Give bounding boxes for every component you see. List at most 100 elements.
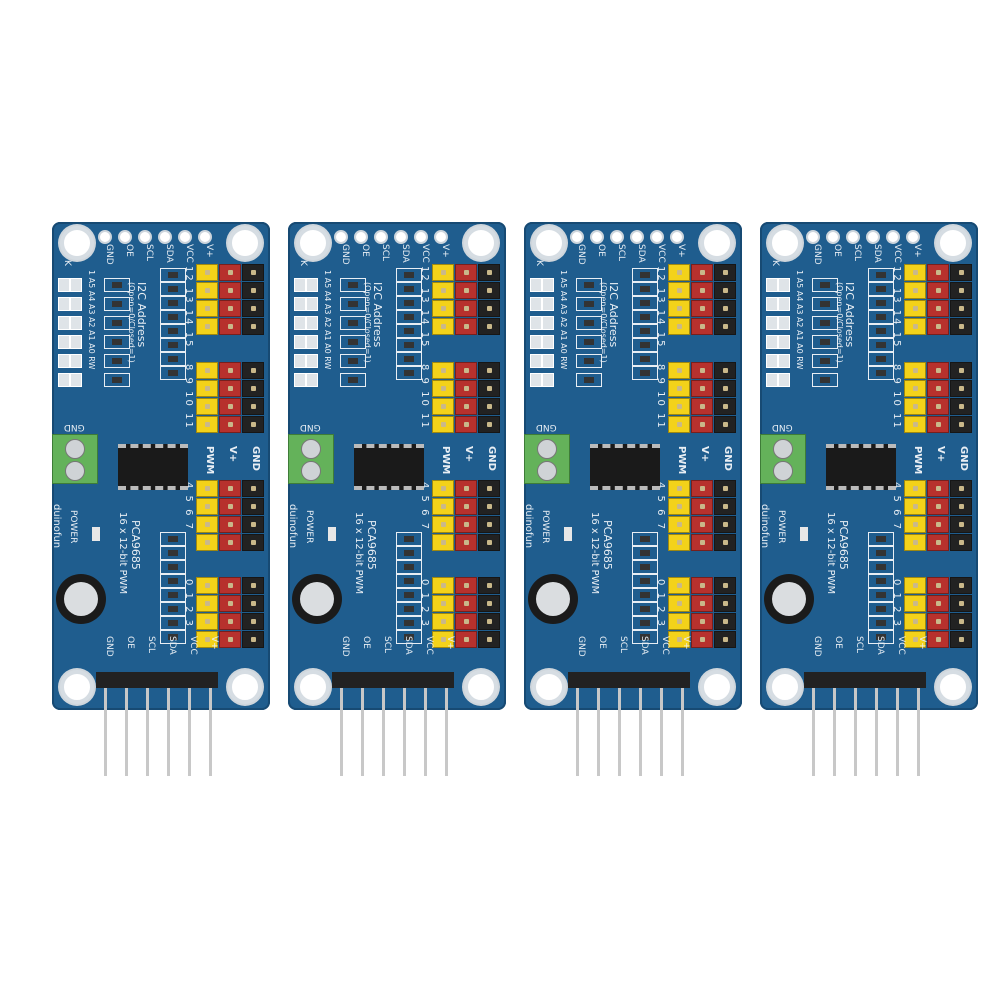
address-jumper bbox=[306, 316, 318, 330]
ground-pin bbox=[242, 613, 264, 630]
ground-pin bbox=[950, 631, 972, 648]
pwm-signal-pin bbox=[668, 282, 690, 299]
ground-pin bbox=[950, 380, 972, 397]
resistor bbox=[576, 354, 602, 368]
ground-pin bbox=[950, 416, 972, 433]
header-pin bbox=[382, 688, 385, 776]
channel-numbers-label: 0 1 2 3 bbox=[419, 579, 430, 628]
top-pin-pad bbox=[886, 230, 900, 244]
ground-pin bbox=[714, 577, 736, 594]
pwm-signal-pin bbox=[196, 577, 218, 594]
chip-name-label: PCA9685 bbox=[837, 520, 850, 570]
bottom-pin-label: SCL bbox=[382, 636, 392, 654]
vplus-pin bbox=[455, 534, 477, 551]
top-pin-pad bbox=[866, 230, 880, 244]
ground-pin bbox=[714, 264, 736, 281]
mounting-hole bbox=[60, 226, 94, 260]
ground-pin bbox=[242, 416, 264, 433]
vplus-pin bbox=[927, 318, 949, 335]
brand-label: duinofun bbox=[759, 504, 770, 549]
screw-icon bbox=[65, 461, 85, 481]
pca9685-chip bbox=[590, 444, 660, 490]
ground-pin bbox=[714, 595, 736, 612]
vplus-pin bbox=[691, 516, 713, 533]
ground-pin bbox=[478, 516, 500, 533]
bottom-pin-label: SDA bbox=[875, 636, 885, 655]
resistor bbox=[396, 588, 422, 602]
vplus-pin bbox=[219, 631, 241, 648]
ground-pin bbox=[242, 631, 264, 648]
ground-pin bbox=[950, 282, 972, 299]
power-led-label: POWER bbox=[540, 510, 550, 544]
pwm-signal-pin bbox=[668, 416, 690, 433]
top-pin-label: VCC bbox=[420, 244, 430, 263]
column-label: V+ bbox=[935, 446, 946, 463]
pwm-signal-pin bbox=[196, 613, 218, 630]
vplus-pin bbox=[927, 613, 949, 630]
address-jumper bbox=[542, 297, 554, 311]
i2c-note-label: (Open=0/Closed=1) bbox=[599, 282, 608, 363]
resistor bbox=[396, 532, 422, 546]
channel-numbers-label: 12 13 14 15 bbox=[183, 266, 194, 349]
header-pin bbox=[445, 688, 448, 776]
vplus-pin bbox=[455, 631, 477, 648]
vplus-pin bbox=[455, 362, 477, 379]
vplus-pin bbox=[455, 516, 477, 533]
resistor bbox=[160, 630, 186, 644]
header-pin bbox=[896, 688, 899, 776]
corner-mark: K bbox=[534, 260, 544, 266]
resistor bbox=[340, 354, 366, 368]
vplus-pin bbox=[927, 416, 949, 433]
column-label: PWM bbox=[676, 446, 687, 475]
screw-icon bbox=[773, 461, 793, 481]
power-terminal-block bbox=[760, 434, 806, 484]
resistor bbox=[160, 268, 186, 282]
pwm-signal-pin bbox=[904, 516, 926, 533]
resistor bbox=[396, 282, 422, 296]
ground-pin bbox=[478, 362, 500, 379]
power-terminal-block bbox=[52, 434, 98, 484]
electrolytic-capacitor bbox=[528, 574, 578, 624]
column-label: PWM bbox=[440, 446, 451, 475]
vplus-pin bbox=[691, 362, 713, 379]
electrolytic-capacitor bbox=[764, 574, 814, 624]
header-pin bbox=[618, 688, 621, 776]
bottom-pin-label: V+ bbox=[445, 636, 455, 650]
screw-icon bbox=[773, 439, 793, 459]
top-pin-pad bbox=[630, 230, 644, 244]
address-jumper bbox=[294, 297, 306, 311]
ground-pin bbox=[242, 264, 264, 281]
ground-pin bbox=[242, 498, 264, 515]
pwm-signal-pin bbox=[668, 498, 690, 515]
resistor bbox=[160, 366, 186, 380]
bottom-pin-label: VCC bbox=[424, 636, 434, 655]
bottom-pin-label: SDA bbox=[639, 636, 649, 655]
address-jumper bbox=[766, 373, 778, 387]
vplus-pin bbox=[927, 264, 949, 281]
vplus-pin bbox=[219, 264, 241, 281]
header-pin bbox=[833, 688, 836, 776]
address-jumper bbox=[766, 316, 778, 330]
resistor bbox=[632, 310, 658, 324]
top-pin-pad bbox=[374, 230, 388, 244]
channel-numbers-label: 12 13 14 15 bbox=[419, 266, 430, 349]
corner-mark: K bbox=[770, 260, 780, 266]
ground-pin bbox=[242, 380, 264, 397]
ground-pin bbox=[478, 282, 500, 299]
screw-icon bbox=[65, 439, 85, 459]
resistor bbox=[160, 532, 186, 546]
resistor bbox=[104, 278, 130, 292]
resistor bbox=[340, 316, 366, 330]
resistor bbox=[160, 602, 186, 616]
header-pin bbox=[424, 688, 427, 776]
pwm-signal-pin bbox=[904, 631, 926, 648]
channel-numbers-label: 0 1 2 3 bbox=[183, 579, 194, 628]
header-pin bbox=[681, 688, 684, 776]
address-jumper bbox=[58, 373, 70, 387]
address-jumper bbox=[542, 335, 554, 349]
mounting-hole bbox=[464, 226, 498, 260]
i2c-address-label: I2C Address bbox=[135, 282, 148, 348]
pwm-signal-pin bbox=[196, 631, 218, 648]
address-jumper bbox=[70, 354, 82, 368]
resistor bbox=[160, 546, 186, 560]
